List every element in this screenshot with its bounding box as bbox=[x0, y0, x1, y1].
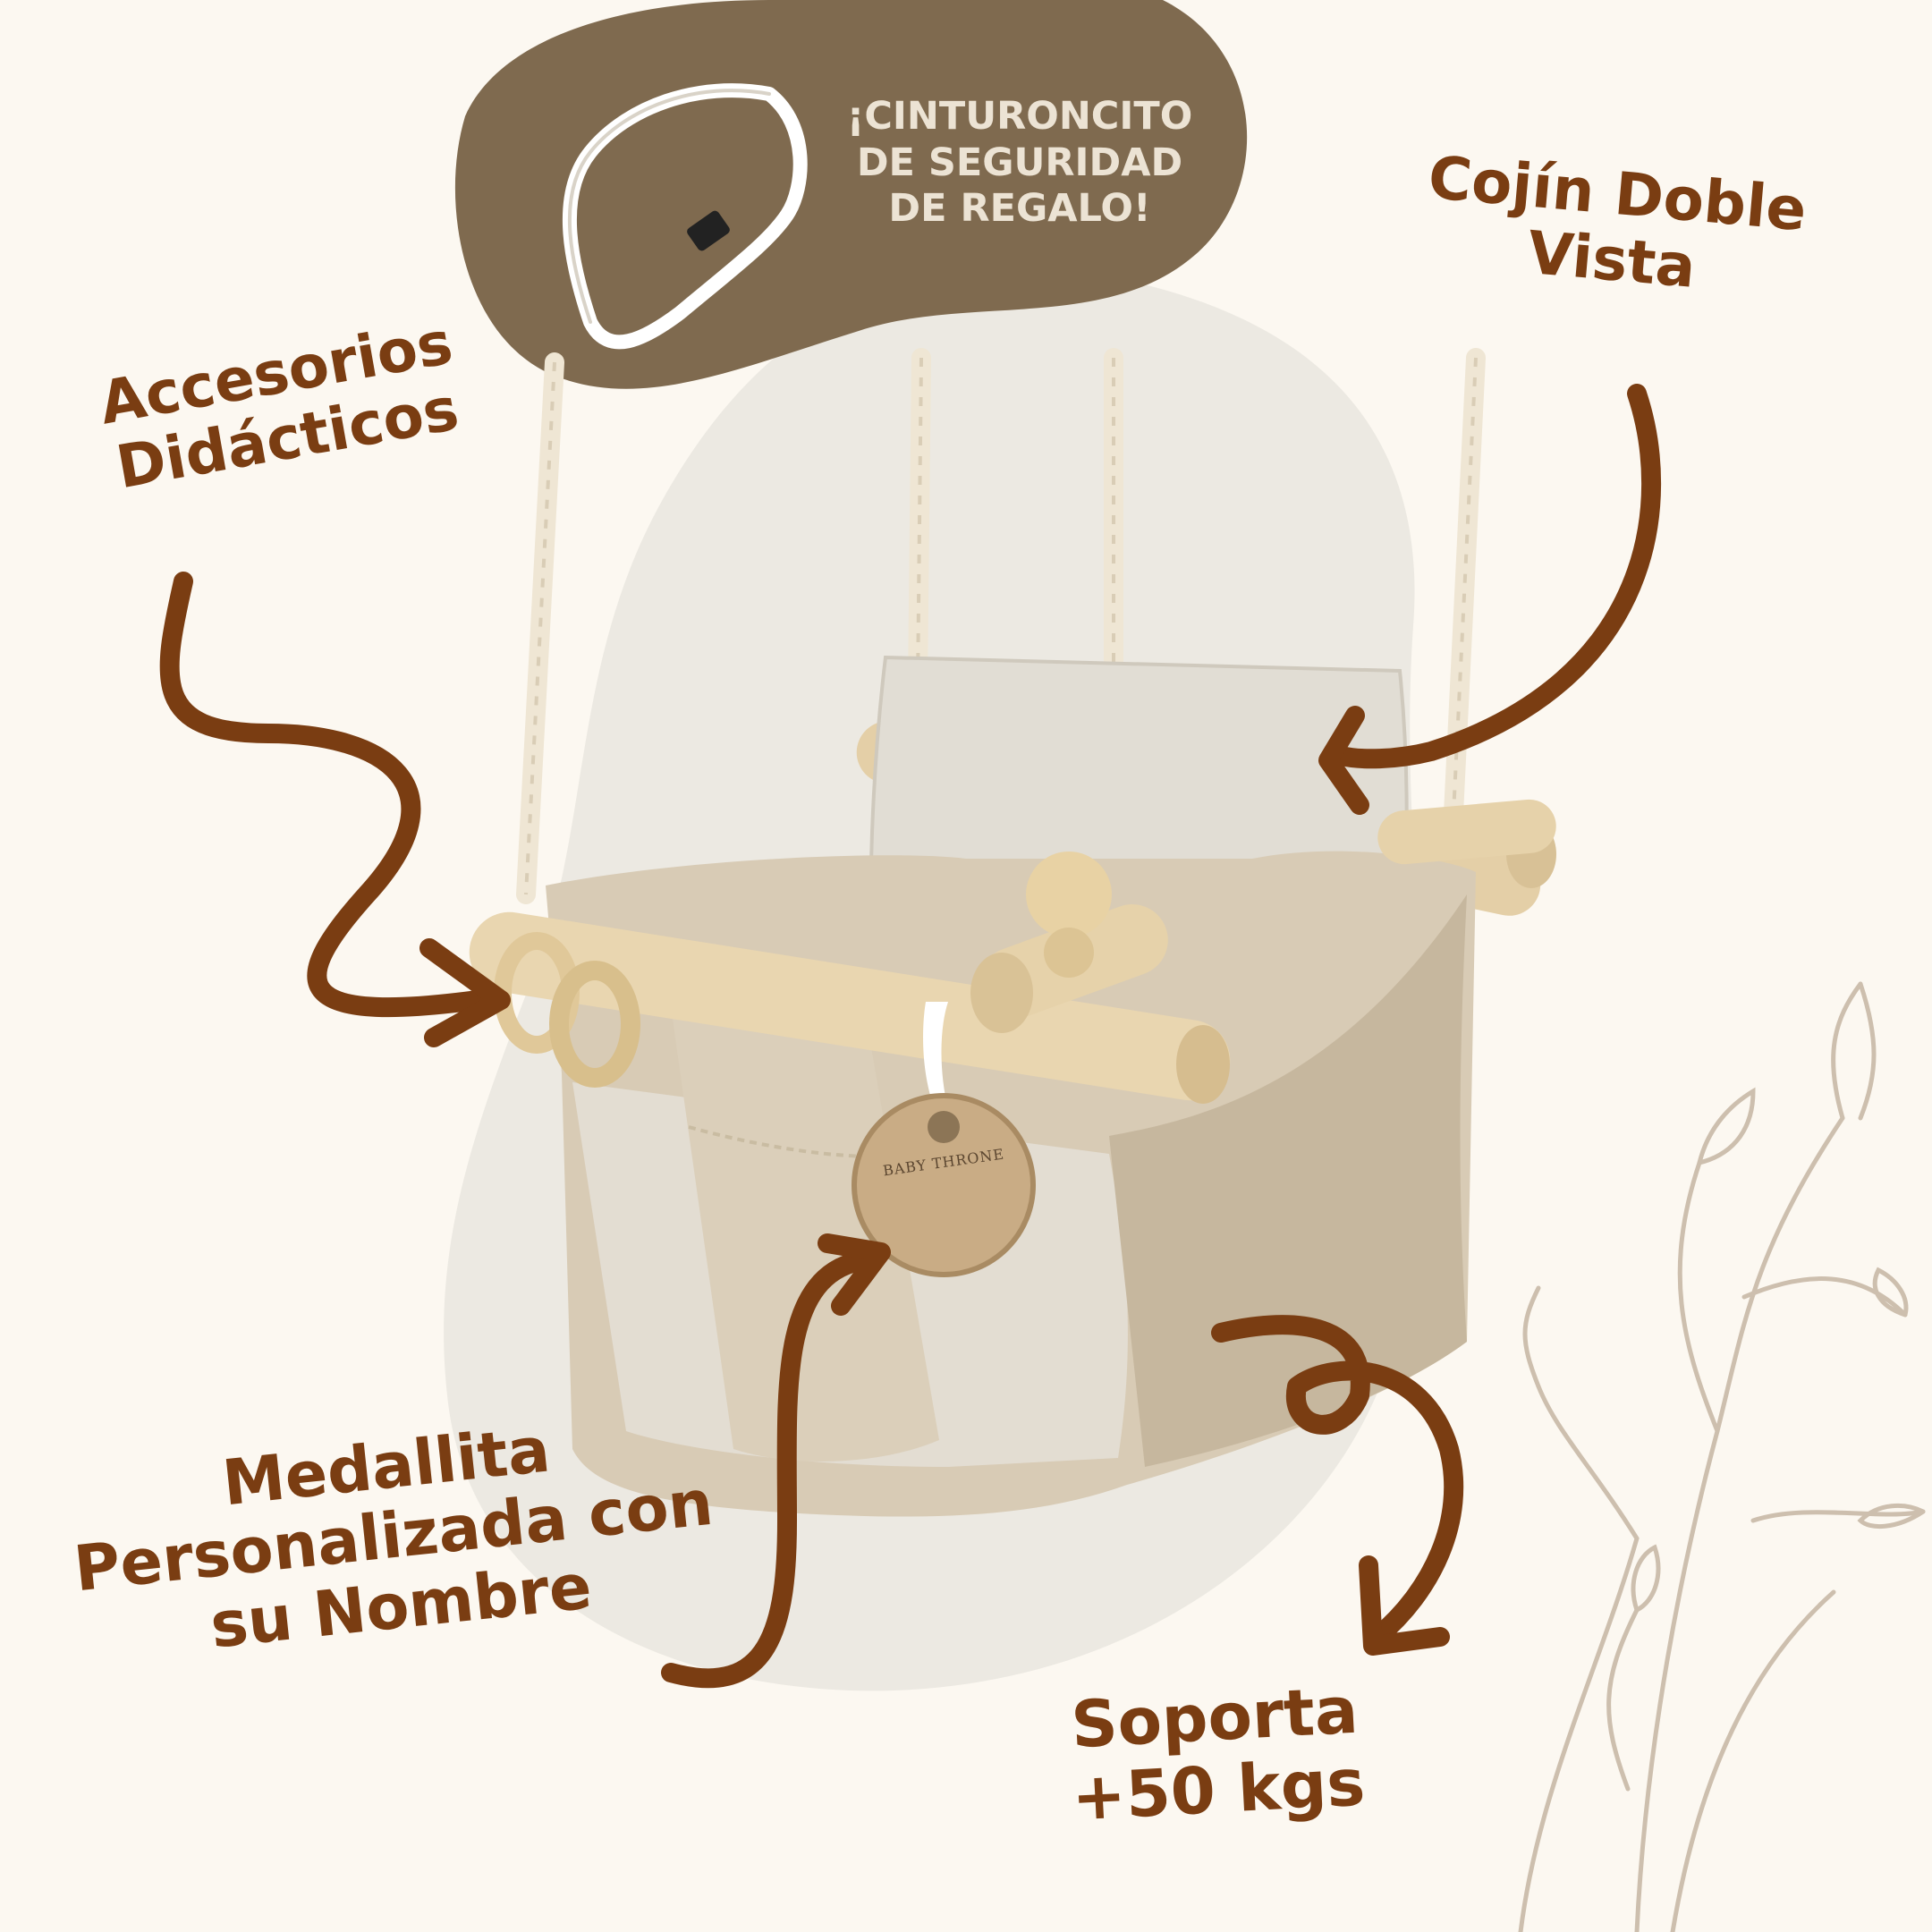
badge-blob bbox=[454, 0, 1248, 389]
front-strap bbox=[666, 962, 939, 1462]
badge-line: DE REGALO! bbox=[888, 186, 1151, 232]
arrow-medallita bbox=[661, 1251, 869, 1689]
safety-belt-badge-text: ¡CINTURONCITO DE SEGURIDAD DE REGALO! bbox=[832, 94, 1208, 233]
badge-line: ¡CINTURONCITO bbox=[846, 94, 1193, 139]
baby-swing-image bbox=[469, 655, 1556, 1517]
name-medallion bbox=[852, 1093, 1036, 1277]
safety-belt-icon bbox=[562, 83, 808, 350]
arrow-icon bbox=[159, 384, 1662, 1689]
arrow-accesorios bbox=[159, 572, 506, 1018]
badge-line: DE SEGURIDAD bbox=[856, 140, 1183, 185]
arrow-soporta bbox=[1211, 1315, 1464, 1647]
leaf-branch-icon bbox=[1518, 981, 1926, 1932]
callout-soporta: Soporta +50 kgs bbox=[1007, 1671, 1426, 1836]
arrow-cojin bbox=[1332, 384, 1662, 769]
